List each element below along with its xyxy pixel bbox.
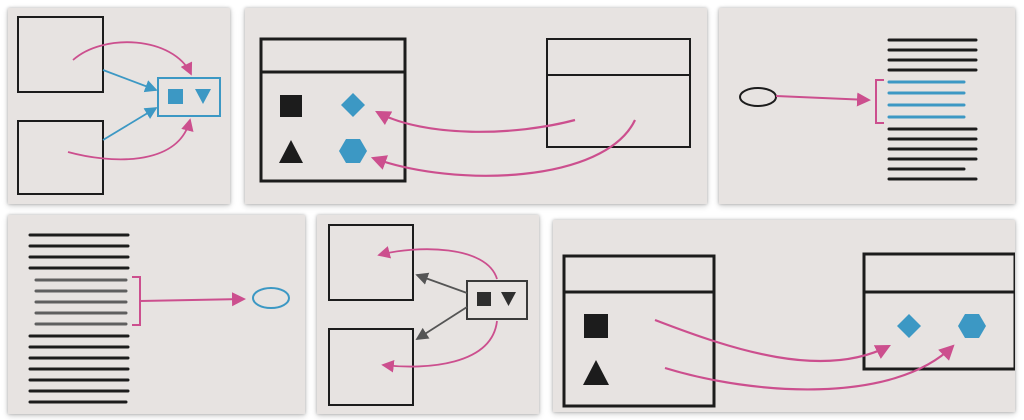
target-box-top bbox=[328, 224, 414, 301]
panel-merge-to-teal-box bbox=[8, 8, 230, 204]
arrow-to-hexagon bbox=[664, 344, 955, 391]
diamond-icon bbox=[341, 93, 365, 117]
square-icon bbox=[168, 89, 183, 104]
oval-icon bbox=[739, 87, 777, 107]
list-lines bbox=[887, 38, 978, 181]
panel-split-from-box bbox=[317, 215, 539, 414]
source-box-bottom bbox=[17, 120, 104, 195]
arrow-bottom-magenta bbox=[67, 118, 194, 161]
arrow-magenta-bottom bbox=[381, 320, 498, 373]
arrow-top-magenta bbox=[72, 41, 193, 76]
arrow-gray-top bbox=[415, 272, 468, 294]
square-icon bbox=[584, 314, 608, 338]
source-box-top bbox=[17, 16, 104, 93]
triangle-icon bbox=[583, 360, 609, 385]
target-teal-box bbox=[157, 77, 221, 117]
panel-list-to-oval bbox=[8, 215, 305, 414]
list-lines bbox=[28, 233, 130, 404]
hexagon-icon bbox=[339, 139, 367, 163]
class-box-right bbox=[546, 38, 691, 148]
bracket-icon bbox=[132, 276, 141, 326]
arrow-top-teal bbox=[102, 69, 158, 93]
arrow-to-diamond bbox=[654, 318, 891, 363]
square-icon bbox=[477, 292, 491, 306]
panel-move-shapes bbox=[553, 220, 1015, 412]
triangle-down-icon bbox=[501, 292, 516, 306]
class-box-left bbox=[562, 254, 716, 408]
arrow-bottom-teal bbox=[102, 107, 158, 141]
arrow-oval-to-bracket bbox=[775, 92, 871, 107]
triangle-icon bbox=[279, 140, 303, 163]
class-box-right bbox=[862, 252, 1015, 371]
oval-icon bbox=[252, 287, 290, 309]
panel-inherit-shapes bbox=[245, 8, 707, 204]
arrow-bracket-to-oval bbox=[139, 292, 246, 307]
source-gray-box bbox=[466, 280, 528, 320]
arrow-to-hexagon bbox=[370, 119, 636, 177]
arrow-gray-bottom bbox=[415, 306, 468, 340]
arrow-to-diamond bbox=[375, 110, 576, 133]
diamond-icon bbox=[897, 314, 921, 338]
class-box-left bbox=[259, 37, 407, 183]
panel-oval-to-list bbox=[719, 8, 1015, 204]
arrow-magenta-top bbox=[377, 246, 498, 280]
triangle-down-icon bbox=[195, 89, 211, 104]
hexagon-icon bbox=[958, 314, 986, 338]
bracket-icon bbox=[875, 79, 884, 124]
square-icon bbox=[280, 95, 302, 117]
